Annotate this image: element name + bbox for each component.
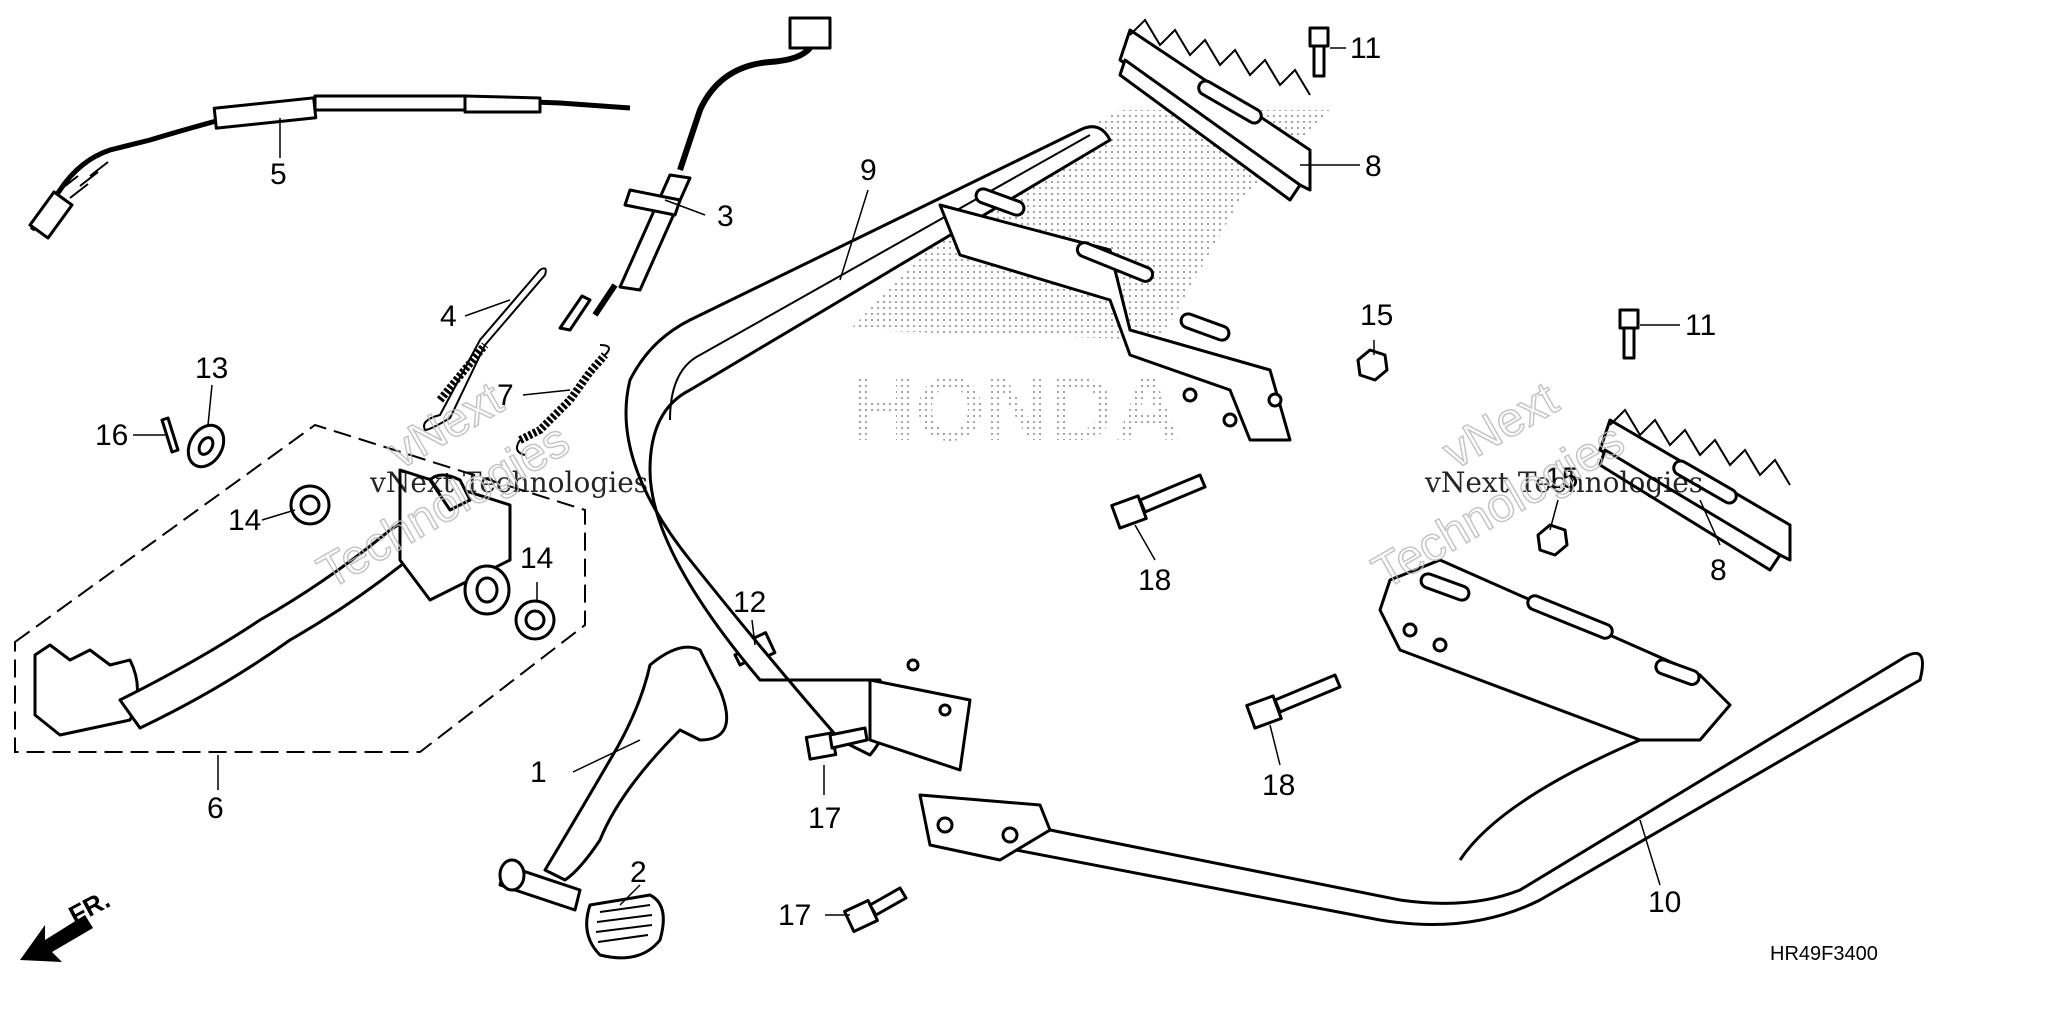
callout-13: 13 bbox=[195, 352, 228, 385]
watermark-text-right: vNext Technologies bbox=[1424, 466, 1703, 499]
part-7-spring bbox=[515, 344, 610, 456]
callout-14-right: 14 bbox=[520, 542, 553, 575]
part-15-nut-lower bbox=[1536, 523, 1569, 557]
callout-12: 12 bbox=[733, 586, 766, 619]
part-17-bolt-lower bbox=[843, 886, 908, 933]
watermark-text-left: vNext Technologies bbox=[369, 466, 648, 499]
callout-10: 10 bbox=[1648, 886, 1681, 919]
part-9-left-bar bbox=[624, 125, 1292, 772]
part-6-assembly bbox=[14, 423, 586, 753]
part-16-cotter-pin bbox=[160, 416, 180, 454]
callout-7: 7 bbox=[497, 379, 514, 412]
part-3-switch bbox=[558, 16, 832, 332]
honda-background-text: HONDA bbox=[850, 360, 1180, 460]
callout-8-upper: 8 bbox=[1365, 150, 1382, 183]
callout-17-upper: 17 bbox=[808, 802, 841, 835]
callout-18-upper: 18 bbox=[1138, 564, 1171, 597]
callout-9: 9 bbox=[860, 154, 877, 187]
callout-14-left: 14 bbox=[228, 504, 261, 537]
front-label: FR. bbox=[64, 884, 115, 930]
part-18-bolt-lower bbox=[1245, 673, 1342, 730]
part-10-right-bar bbox=[918, 558, 1924, 926]
callout-11-lower: 11 bbox=[1685, 309, 1716, 342]
part-5-cable bbox=[28, 94, 631, 240]
honda-background-logo: HONDA bbox=[850, 110, 1330, 460]
callout-6: 6 bbox=[207, 792, 224, 825]
part-8-footpeg-upper bbox=[1118, 18, 1312, 202]
callout-3: 3 bbox=[717, 200, 734, 233]
part-11-bolt-lower bbox=[1618, 308, 1640, 360]
callout-15-lower: 15 bbox=[1545, 462, 1578, 495]
callout-15-upper: 15 bbox=[1360, 299, 1393, 332]
front-arrow: FR. bbox=[20, 884, 115, 962]
part-4-spring bbox=[423, 267, 547, 432]
part-11-bolt-upper bbox=[1308, 26, 1330, 78]
callout-17-lower: 17 bbox=[778, 899, 811, 932]
part-17-bolt-upper bbox=[804, 726, 869, 761]
callout-5: 5 bbox=[270, 158, 287, 191]
diagram-code: HR49F3400 bbox=[1770, 943, 1878, 965]
part-14-bushing-a bbox=[289, 484, 331, 526]
callout-1: 1 bbox=[530, 756, 547, 789]
part-18-bolt-upper bbox=[1110, 473, 1207, 530]
callout-2: 2 bbox=[630, 856, 647, 889]
part-14-bushing-b bbox=[514, 599, 556, 641]
part-8-footpeg-lower bbox=[1598, 408, 1792, 572]
watermark-right: vNext Technologies vNext Technologies bbox=[1363, 372, 1703, 601]
callout-labels: 1 2 3 4 5 6 7 8 8 9 10 11 11 12 13 14 14… bbox=[95, 32, 1727, 932]
callout-18-lower: 18 bbox=[1262, 769, 1295, 802]
callout-4: 4 bbox=[440, 300, 457, 333]
part-2-pedal-rubber bbox=[585, 893, 665, 960]
callout-8-lower: 8 bbox=[1710, 554, 1727, 587]
part-13-washer bbox=[186, 423, 226, 469]
part-15-nut-upper bbox=[1356, 348, 1389, 382]
part-1-brake-pedal bbox=[498, 645, 729, 912]
leader-lines bbox=[133, 47, 1721, 916]
callout-11-upper: 11 bbox=[1350, 32, 1381, 65]
callout-16: 16 bbox=[95, 419, 128, 452]
